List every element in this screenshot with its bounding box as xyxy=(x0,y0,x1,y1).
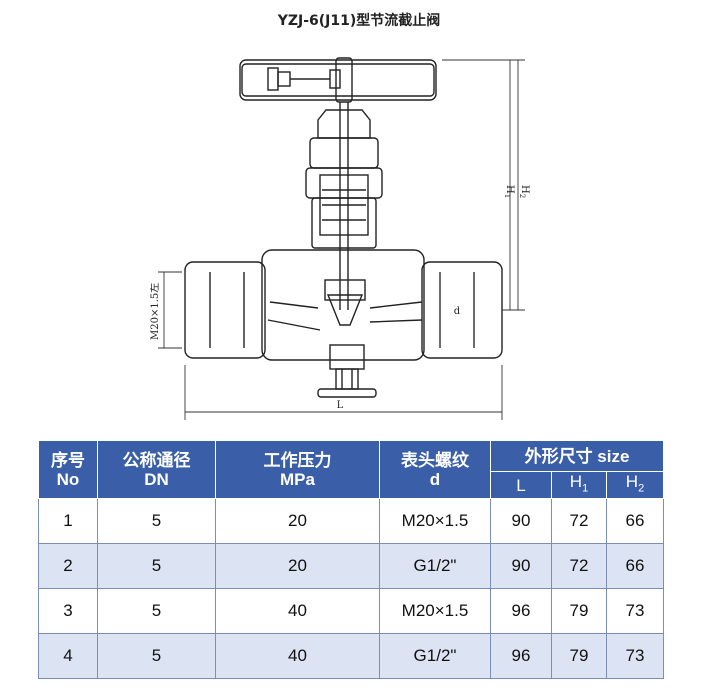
header-dn: 公称通径 DN xyxy=(97,439,216,500)
cell-thread: G1/2" xyxy=(379,543,491,590)
drain-plug xyxy=(317,344,377,398)
cell-L: 90 xyxy=(490,543,552,590)
dim-H1-label: H1 xyxy=(503,185,515,198)
header-size: 外形尺寸 size xyxy=(489,440,665,472)
dim-thread-label: M20×1.5左 xyxy=(150,283,161,340)
header-no: 序号 No xyxy=(38,439,98,500)
cell-L: 90 xyxy=(490,498,552,545)
cell-H2: 73 xyxy=(605,633,665,680)
t-handle xyxy=(239,57,437,103)
header-H1: H1 xyxy=(551,470,607,500)
cell-L: 96 xyxy=(490,588,552,635)
page-title: YZJ-6(J11)型节流截止阀 xyxy=(277,13,441,29)
table-row: 2 5 20 G1/2" 90 72 66 xyxy=(38,543,665,590)
cell-H2: 66 xyxy=(605,498,665,545)
bonnet xyxy=(305,109,383,249)
table-row: 4 5 40 G1/2" 96 79 73 xyxy=(38,633,665,680)
dim-H2-label: H2 xyxy=(518,185,530,198)
header-H2: H2 xyxy=(605,470,665,500)
header-L: L xyxy=(490,470,552,500)
cell-mpa: 40 xyxy=(215,588,380,635)
cell-no: 2 xyxy=(38,543,98,590)
cell-H1: 72 xyxy=(551,543,607,590)
cell-mpa: 20 xyxy=(215,543,380,590)
cell-thread: M20×1.5 xyxy=(379,588,491,635)
cell-H2: 66 xyxy=(605,543,665,590)
cell-L: 96 xyxy=(490,633,552,680)
cell-dn: 5 xyxy=(97,633,216,680)
cell-dn: 5 xyxy=(97,543,216,590)
valve-body xyxy=(184,249,503,361)
cell-mpa: 20 xyxy=(215,498,380,545)
dim-d-label: d xyxy=(454,306,461,317)
dim-L-label: L xyxy=(337,400,344,411)
cell-H2: 73 xyxy=(605,588,665,635)
cell-no: 3 xyxy=(38,588,98,635)
header-thread: 表头螺纹 d xyxy=(379,439,491,500)
cell-dn: 5 xyxy=(97,498,216,545)
cell-no: 1 xyxy=(38,498,98,545)
cell-mpa: 40 xyxy=(215,633,380,680)
table-row: 1 5 20 M20×1.5 90 72 66 xyxy=(38,498,665,545)
cell-H1: 72 xyxy=(551,498,607,545)
table-row: 3 5 40 M20×1.5 96 79 73 xyxy=(38,588,665,635)
cell-thread: M20×1.5 xyxy=(379,498,491,545)
cell-H1: 79 xyxy=(551,588,607,635)
valve-stem xyxy=(339,102,349,310)
cell-thread: G1/2" xyxy=(379,633,491,680)
cell-no: 4 xyxy=(38,633,98,680)
cell-H1: 79 xyxy=(551,633,607,680)
valve-drawing: L d H1 H2 M20×1.5左 xyxy=(150,57,530,420)
cell-dn: 5 xyxy=(97,588,216,635)
header-mpa: 工作压力 MPa xyxy=(215,439,380,500)
spec-table: 序号 No 公称通径 DN 工作压力 MPa 表头螺纹 d 外形尺寸 size … xyxy=(38,439,665,680)
